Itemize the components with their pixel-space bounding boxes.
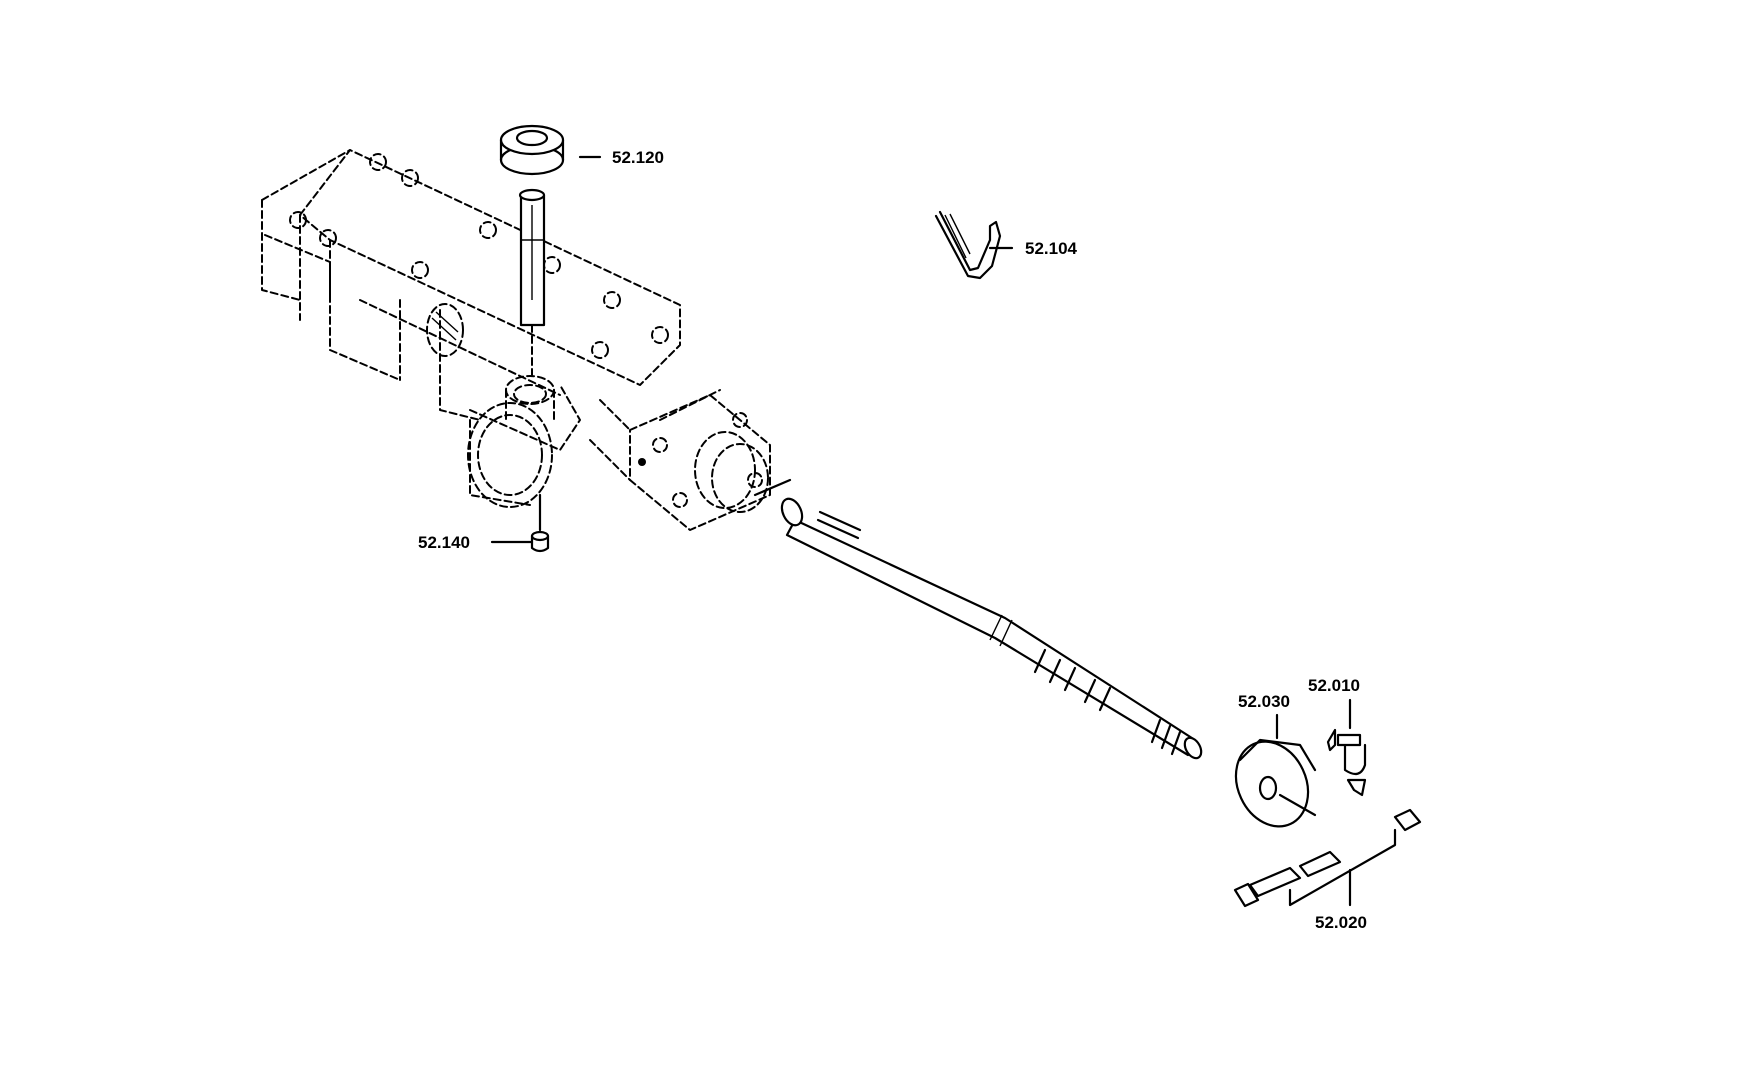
part-52-140-plug — [530, 493, 550, 553]
part-52-010-lever — [1326, 728, 1367, 797]
part-52-020-bolt-assembly — [1233, 808, 1422, 908]
callout-leaders — [490, 155, 1397, 907]
callout-52-104: 52.104 — [1025, 239, 1078, 258]
part-52-120-cap — [499, 124, 565, 176]
pin-shaft — [518, 188, 546, 376]
callout-52-030: 52.030 — [1238, 692, 1290, 711]
callout-52-020: 52.020 — [1315, 913, 1367, 932]
part-52-104-clip — [934, 210, 1002, 280]
main-shaft — [780, 497, 1203, 760]
part-52-030-roller — [1234, 738, 1317, 828]
callout-52-140: 52.140 — [418, 533, 470, 552]
callout-52-010: 52.010 — [1308, 676, 1360, 695]
callout-52-120: 52.120 — [612, 148, 664, 167]
